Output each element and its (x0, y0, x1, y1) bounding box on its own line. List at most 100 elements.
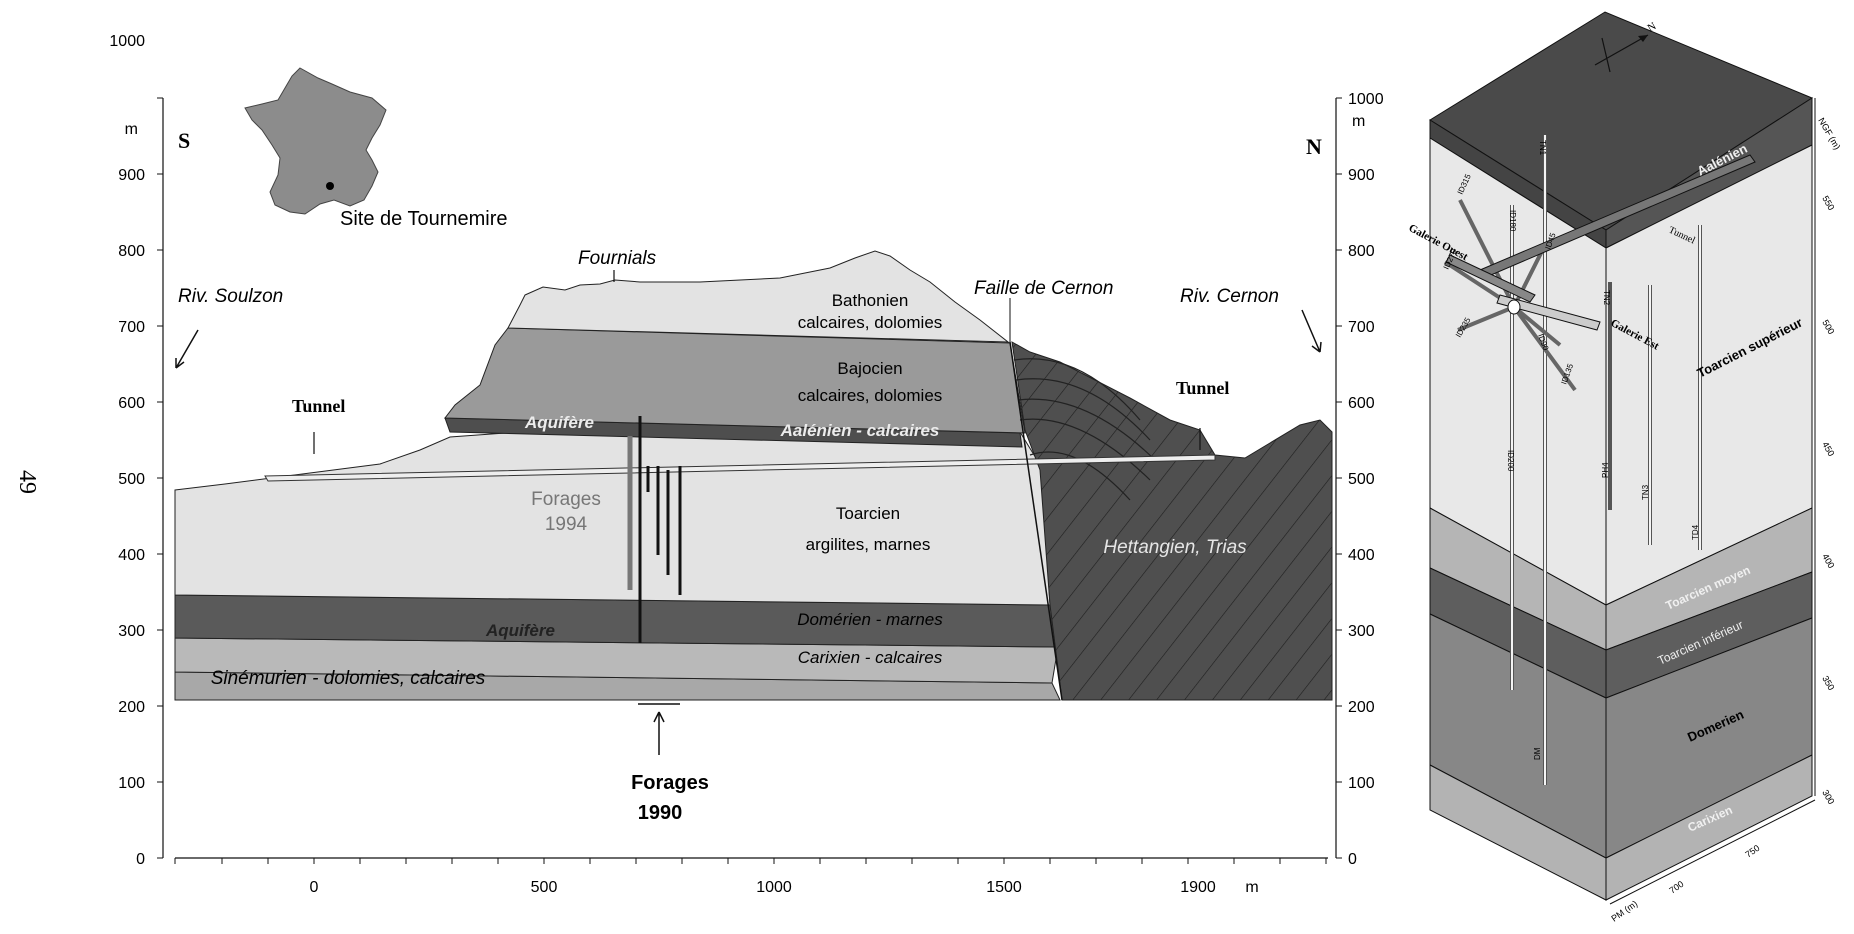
pm-tick-700: 700 (1667, 879, 1685, 896)
block-tick-300: 300 (1820, 788, 1836, 806)
label-forages-1994-line2: 1994 (545, 514, 588, 535)
left-tick-400: 400 (118, 547, 145, 564)
block-label-tn3: TN3 (1641, 484, 1650, 500)
hettangien-fold-arcs (1013, 358, 1156, 501)
north-label: N (1306, 134, 1322, 159)
block-label-tn2: TN2 (1602, 290, 1611, 306)
left-tick-300: 300 (118, 623, 145, 640)
cernon-arrow (1301, 309, 1322, 353)
bottom-tick-500: 500 (531, 879, 558, 896)
right-tick-900: 900 (1348, 167, 1375, 184)
label-fournials: Fournials (578, 248, 657, 269)
block-axis-title: NGF (m) (1816, 116, 1842, 151)
right-axis-unit: m (1352, 113, 1365, 130)
label-riv-cernon: Riv. Cernon (1180, 286, 1279, 307)
gallery-junction (1507, 299, 1521, 315)
left-tick-0: 0 (136, 851, 145, 868)
right-tick-800: 800 (1348, 243, 1375, 260)
left-tick-900: 900 (118, 167, 145, 184)
right-tick-500: 500 (1348, 471, 1375, 488)
fault-line (1009, 341, 1063, 701)
label-tunnel-right: Tunnel (1176, 378, 1229, 398)
pm-tick-750: 750 (1743, 843, 1761, 860)
left-tick-200: 200 (118, 699, 145, 716)
label-bajocien-2: calcaires, dolomies (798, 386, 943, 405)
label-domerien: Domérien - marnes (797, 610, 943, 629)
label-bathonien-1: Bathonien (832, 291, 909, 310)
block-label-dm: DM (1533, 747, 1542, 760)
block-label-ph4: PH4 (1601, 462, 1610, 478)
right-tick-600: 600 (1348, 395, 1375, 412)
left-tick-100: 100 (118, 775, 145, 792)
geologic-cross-section: 0 100 200 300 400 500 600 700 800 900 10… (109, 33, 1383, 896)
left-tick-1000: 1000 (109, 33, 145, 50)
layer-toarcien (174, 431, 1051, 606)
label-aalenien: Aalénien - calcaires (780, 421, 940, 440)
label-forages-1990-line2: 1990 (638, 802, 683, 824)
label-aquifere-upper: Aquifère (524, 413, 594, 432)
left-axis-unit: m (125, 121, 138, 138)
left-tick-500: 500 (118, 471, 145, 488)
site-marker-icon (326, 182, 334, 190)
block-label-id180: ID180 (1508, 210, 1517, 232)
block-tick-550: 550 (1820, 194, 1836, 212)
forages-1990-arrow (653, 711, 665, 755)
block-tick-450: 450 (1820, 440, 1836, 458)
label-faille: Faille de Cernon (974, 278, 1113, 299)
left-tick-800: 800 (118, 243, 145, 260)
bottom-tick-1000: 1000 (756, 879, 792, 896)
france-map-icon (244, 67, 387, 215)
label-forages-1994-line1: Forages (531, 489, 601, 510)
right-tick-400: 400 (1348, 547, 1375, 564)
block-borehole-labels: TN1 ID180 ID270 ID235 ID90 ID315 ID45 ID… (1442, 140, 1700, 760)
label-tunnel-left: Tunnel (292, 396, 345, 416)
page-number: 49 (14, 470, 40, 494)
right-tick-700: 700 (1348, 319, 1375, 336)
block-elevation-axis: NGF (m) 550 500 450 400 350 300 (1814, 98, 1842, 806)
south-label: S (178, 128, 190, 153)
layer-bathonien (507, 250, 1010, 343)
railway-tunnel (264, 454, 1216, 482)
block-diagram: N Aalénien (1407, 11, 1842, 924)
label-forages-1990-line1: Forages (631, 772, 709, 794)
label-bathonien-2: calcaires, dolomies (798, 313, 943, 332)
inset-caption: Site de Tournemire (340, 208, 508, 230)
right-tick-300: 300 (1348, 623, 1375, 640)
left-axis: 0 100 200 300 400 500 600 700 800 900 10… (109, 33, 164, 868)
right-axis: 0 100 200 300 400 500 600 700 800 900 10… (1335, 91, 1384, 868)
block-right-carixien (1605, 754, 1813, 901)
left-tick-600: 600 (118, 395, 145, 412)
label-toarcien-2: argilites, marnes (806, 535, 931, 554)
inset-map-france: Site de Tournemire (244, 67, 508, 230)
right-tick-0: 0 (1348, 851, 1357, 868)
left-tick-700: 700 (118, 319, 145, 336)
bottom-tick-1500: 1500 (986, 879, 1022, 896)
bottom-axis: 0 500 1000 1500 1900 m (174, 857, 1328, 896)
bottom-axis-unit: m (1245, 879, 1258, 896)
label-riv-soulzon: Riv. Soulzon (178, 286, 283, 307)
gallery-est (1496, 294, 1601, 331)
bottom-tick-0: 0 (310, 879, 319, 896)
block-tick-400: 400 (1820, 552, 1836, 570)
bottom-tick-1900: 1900 (1180, 879, 1216, 896)
gallery-ouest (1445, 254, 1536, 303)
label-aquifere-lower: Aquifère (485, 621, 555, 640)
label-bajocien-1: Bajocien (837, 359, 902, 378)
block-label-tn1: TN1 (1538, 140, 1547, 156)
right-tick-1000: 1000 (1348, 91, 1384, 108)
block-label-td4: TD4 (1691, 524, 1700, 540)
right-tick-200: 200 (1348, 699, 1375, 716)
label-hettangien: Hettangien, Trias (1103, 537, 1247, 558)
block-tick-350: 350 (1820, 674, 1836, 692)
block-label-id200: ID200 (1506, 450, 1515, 472)
block-tick-500: 500 (1820, 318, 1836, 336)
label-carixien: Carixien - calcaires (798, 648, 943, 667)
layer-labels: Bathonien calcaires, dolomies Bajocien c… (211, 291, 1247, 689)
soulzon-arrow (175, 329, 199, 369)
layer-hettangien (1011, 341, 1333, 701)
label-toarcien-1: Toarcien (836, 504, 900, 523)
label-sinemurien: Sinémurien - dolomies, calcaires (211, 668, 486, 689)
right-tick-100: 100 (1348, 775, 1375, 792)
